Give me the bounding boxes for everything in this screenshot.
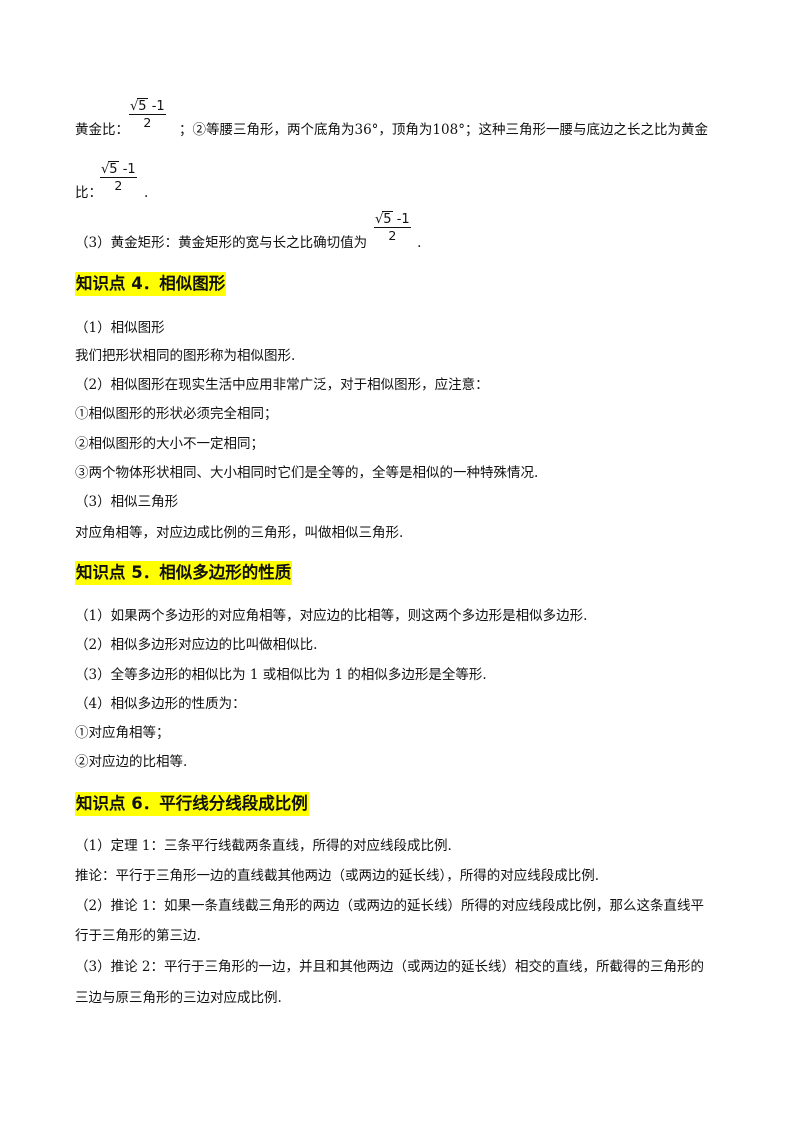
golden-ratio-fraction-3: √5 -1 2 — [374, 211, 411, 243]
section-6-heading: 知识点 6．平行线分线段成比例 — [75, 792, 309, 816]
fraction-numerator: √5 -1 — [129, 98, 166, 115]
fraction-numerator: √5 -1 — [100, 161, 137, 178]
sec5-line-2: （2）相似多边形对应边的比叫做相似比. — [75, 637, 318, 653]
fraction-denominator: 2 — [114, 178, 123, 193]
sec5-line-4: （4）相似多边形的性质为： — [75, 696, 246, 712]
sec4-line-1: （1）相似图形 — [75, 320, 165, 336]
golden-ratio-fraction-1: √5 -1 2 — [129, 98, 166, 130]
fraction-denominator: 2 — [388, 228, 397, 243]
sec5-line-3: （3）全等多边形的相似比为 1 或相似比为 1 的相似多边形是全等形. — [75, 667, 487, 683]
sec6-line-4: 行于三角形的第三边. — [75, 928, 201, 944]
section-5-heading: 知识点 5．相似多边形的性质 — [75, 561, 293, 585]
fraction-numerator: √5 -1 — [374, 211, 411, 228]
golden-ratio-fraction-2: √5 -1 2 — [100, 161, 137, 193]
sec6-line-1: （1）定理 1：三条平行线截两条直线，所得的对应线段成比例. — [75, 838, 452, 854]
fraction-denominator: 2 — [143, 115, 152, 130]
golden-line-1: 黄金比：；②等腰三角形，两个底角为36°，顶角为108°；这种三角形一腰与底边之… — [75, 122, 708, 138]
sec5-line-6: ②对应边的比相等. — [75, 754, 188, 770]
golden-line-3: （3）黄金矩形：黄金矩形的宽与长之比确切值为. — [75, 235, 422, 251]
section-4-heading: 知识点 4．相似图形 — [75, 272, 227, 296]
sec5-line-5: ①对应角相等； — [75, 725, 170, 741]
sec4-line-4: ①相似图形的形状必须完全相同； — [75, 406, 278, 422]
sec5-line-1: （1）如果两个多边形的对应角相等，对应边的比相等，则这两个多边形是相似多边形. — [75, 608, 588, 624]
sec4-line-2: 我们把形状相同的图形称为相似图形. — [75, 348, 296, 364]
sec6-line-6: 三边与原三角形的三边对应成比例. — [75, 990, 282, 1006]
sec4-line-5: ②相似图形的大小不一定相同； — [75, 436, 264, 452]
sec6-line-2: 推论：平行于三角形一边的直线截其他两边（或两边的延长线），所得的对应线段成比例. — [75, 868, 600, 884]
sec4-line-6: ③两个物体形状相同、大小相同时它们是全等的，全等是相似的一种特殊情况. — [75, 465, 539, 481]
sec4-line-7: （3）相似三角形 — [75, 494, 179, 510]
sec4-line-3: （2）相似图形在现实生活中应用非常广泛，对于相似图形，应注意： — [75, 377, 489, 393]
sec4-line-8: 对应角相等，对应边成比例的三角形，叫做相似三角形. — [75, 525, 404, 541]
sec6-line-3: （2）推论 1：如果一条直线截三角形的两边（或两边的延长线）所得的对应线段成比例… — [75, 898, 704, 914]
golden-line-2: 比：. — [75, 185, 149, 201]
sec6-line-5: （3）推论 2：平行于三角形的一边，并且和其他两边（或两边的延长线）相交的直线，… — [75, 959, 704, 975]
